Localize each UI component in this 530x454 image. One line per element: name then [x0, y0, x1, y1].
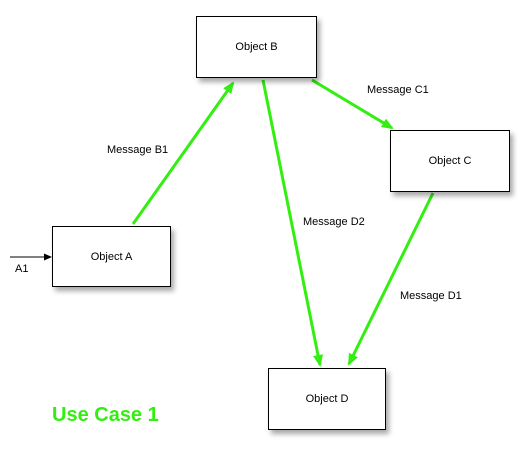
node-object-d[interactable]: Object D	[268, 368, 386, 430]
node-object-c-label: Object C	[428, 155, 472, 167]
label-message-c1: Message C1	[367, 84, 429, 96]
node-object-a-label: Object A	[90, 250, 133, 263]
label-message-d2: Message D2	[303, 216, 365, 228]
label-message-b1: Message B1	[107, 144, 169, 156]
label-message-d1: Message D1	[400, 290, 462, 302]
arrow-message-c1	[311, 78, 394, 130]
node-object-c[interactable]: Object C	[390, 130, 510, 192]
node-object-b[interactable]: Object B	[196, 16, 317, 78]
arrow-message-d1	[347, 192, 435, 366]
node-object-b-label: Object B	[235, 41, 278, 53]
arrow-message-b1	[131, 81, 235, 225]
arrow-message-d2	[261, 79, 323, 367]
node-object-d-label: Object D	[305, 393, 349, 405]
node-object-a[interactable]: Object A	[52, 226, 171, 287]
diagram-caption: Use Case 1	[52, 404, 159, 426]
label-entry-a1: A1	[15, 263, 29, 275]
